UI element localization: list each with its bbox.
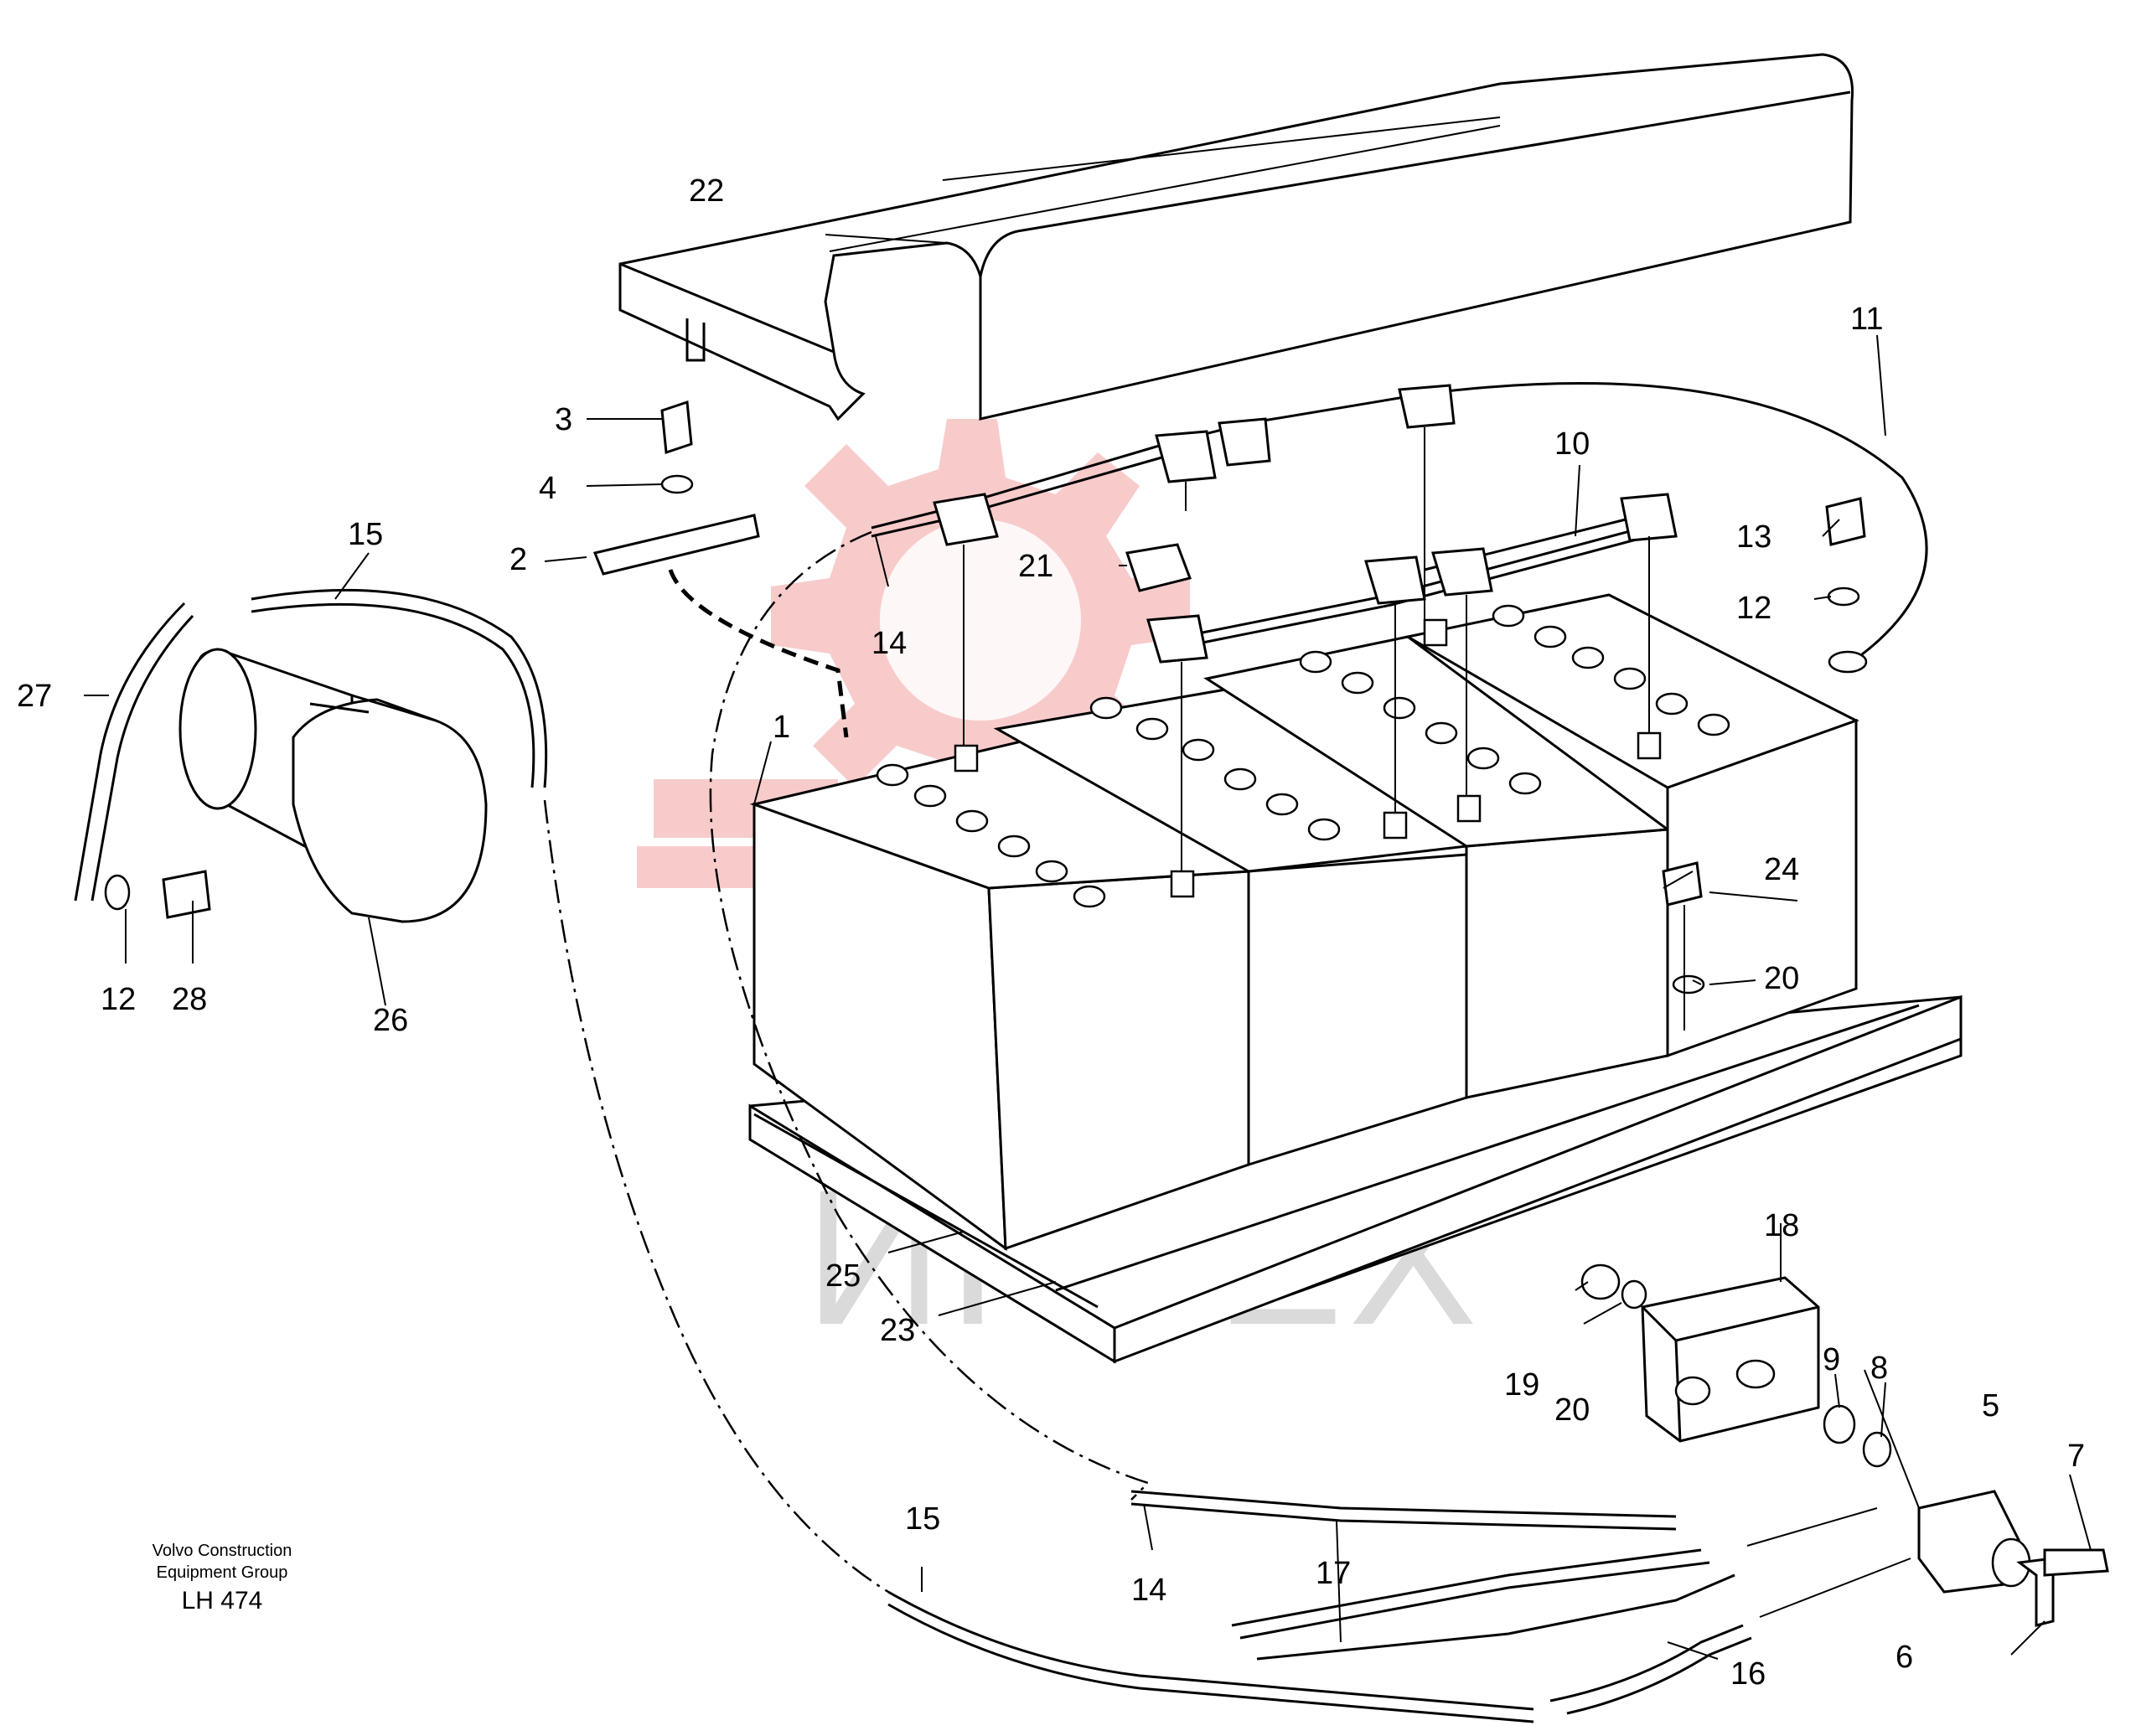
label-11: 11 [1850,302,1883,337]
label-8: 8 [1870,1351,1888,1386]
starter-motor [178,648,488,923]
label-1: 1 [773,710,790,745]
drawing-code: LH 474 [181,1587,263,1615]
label-15-lower: 15 [905,1501,940,1537]
label-20-right: 20 [1764,961,1799,996]
credit-line-2: Equipment Group [156,1563,288,1582]
label-18: 18 [1764,1208,1799,1243]
ground-strap [74,602,186,902]
battery-cables [871,382,1928,871]
ground-cable-end [1825,497,1868,674]
starter-cable-upper [251,588,548,788]
watermark-gear [637,419,1190,888]
battery-cover [618,53,1854,421]
label-16: 16 [1730,1656,1766,1692]
label-4: 4 [539,471,556,506]
label-24: 24 [1764,852,1799,887]
isolator-switch [1641,1276,1820,1443]
label-6: 6 [1896,1640,1913,1675]
leader-lines [84,334,2092,1660]
tray-fastener [1662,861,1705,1031]
lower-cables [887,1490,1911,1723]
nut-9 [1823,1404,1856,1444]
label-7: 7 [2067,1439,2085,1474]
label-12-left: 12 [101,982,136,1017]
battery-pack [749,593,1859,1252]
label-5: 5 [1982,1388,1999,1423]
label-19: 19 [1504,1367,1539,1403]
cable-run-15 [543,799,889,1594]
label-14-upper: 14 [871,626,907,661]
label-12-right: 12 [1736,591,1771,626]
label-27: 27 [17,679,52,714]
bracket-assembly [592,400,849,738]
main-switch [1917,1490,2109,1627]
terminal-cover [1125,543,1192,592]
washer-8 [1862,1431,1892,1468]
publisher-credit: Volvo Construction Equipment Group LH 47… [126,1540,318,1615]
part-labels: 1 2 3 4 5 6 7 8 9 10 11 12 12 13 14 14 1… [17,173,2085,1692]
cell-caps [876,604,1730,908]
label-26: 26 [373,1003,408,1038]
label-13: 13 [1736,519,1771,555]
label-28: 28 [172,982,207,1017]
nut-19 [1580,1263,1621,1300]
label-3: 3 [555,402,572,437]
label-14-lower: 14 [1131,1573,1166,1608]
washer-20 [1621,1279,1647,1310]
label-2: 2 [509,542,527,577]
label-22: 22 [689,173,724,209]
label-23: 23 [880,1313,915,1348]
label-9: 9 [1823,1342,1840,1377]
label-15-upper: 15 [348,517,383,552]
credit-line-1: Volvo Construction [152,1542,292,1560]
label-17: 17 [1316,1556,1351,1591]
label-21: 21 [1018,549,1053,584]
label-20-lower: 20 [1554,1392,1590,1428]
cable-run-14 [709,530,1151,1501]
label-10: 10 [1554,426,1590,462]
label-25: 25 [825,1258,861,1294]
